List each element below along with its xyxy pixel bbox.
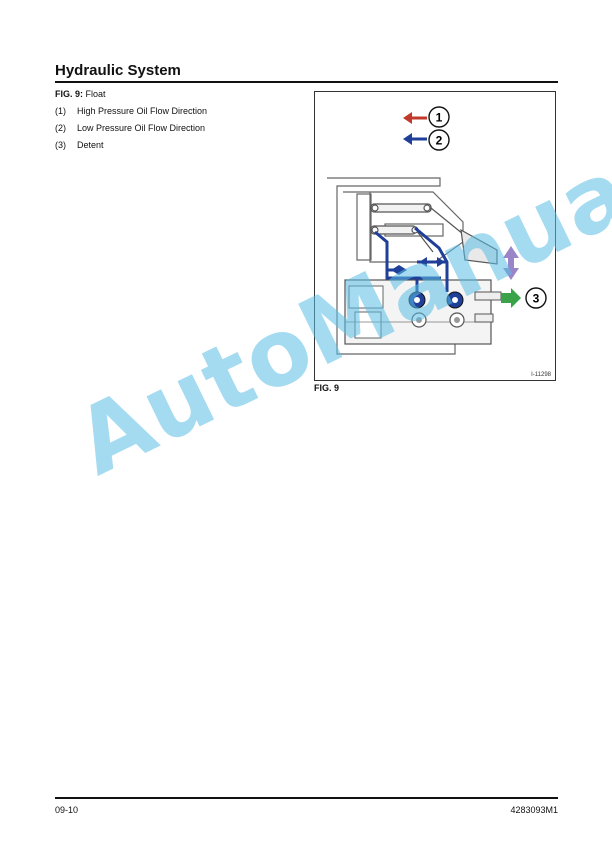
legend-item: (3) Detent — [55, 140, 207, 157]
hydraulic-diagram: 1 2 — [327, 106, 547, 355]
hydraulic-diagram-figure: 1 2 — [314, 91, 556, 381]
legend-text: High Pressure Oil Flow Direction — [77, 106, 208, 116]
callout-2: 2 — [428, 129, 450, 151]
image-id: I-11298 — [531, 372, 551, 378]
float-motion-arrow-icon — [503, 246, 519, 280]
legend-number: (3) — [55, 140, 66, 150]
callout-3: 3 — [525, 287, 547, 309]
footer-rule — [55, 797, 558, 799]
figure-caption-text: Float — [85, 89, 106, 99]
callout-1-label: 1 — [436, 111, 443, 125]
legend-item: (1) High Pressure Oil Flow Direction — [55, 106, 207, 123]
title-rule — [55, 81, 558, 83]
figure-ref: FIG. 9: — [55, 89, 84, 99]
document-number: 4283093M1 — [510, 805, 558, 815]
low-pressure-arrow-icon — [403, 133, 427, 145]
figure-caption: FIG. 9: Float — [55, 89, 106, 99]
high-pressure-arrow-icon — [403, 112, 427, 124]
legend-text: Detent — [77, 140, 104, 150]
legend-item: (2) Low Pressure Oil Flow Direction — [55, 123, 207, 140]
section-title: Hydraulic System — [55, 62, 181, 79]
page-number: 09-10 — [55, 805, 79, 815]
legend-list: (1) High Pressure Oil Flow Direction (2)… — [55, 106, 207, 157]
callout-1: 1 — [428, 106, 450, 128]
callout-3-label: 3 — [533, 292, 540, 306]
boom-cylinders — [370, 203, 498, 265]
spool-ports — [408, 291, 464, 309]
legend-text: Low Pressure Oil Flow Direction — [77, 123, 206, 133]
flow-direction-arrows — [391, 257, 445, 275]
control-valve — [344, 279, 502, 345]
detent-arrow-icon — [501, 288, 521, 308]
figure-label: FIG. 9 — [314, 383, 340, 393]
callout-2-label: 2 — [436, 134, 443, 148]
legend-number: (1) — [55, 106, 66, 116]
legend-number: (2) — [55, 123, 66, 133]
